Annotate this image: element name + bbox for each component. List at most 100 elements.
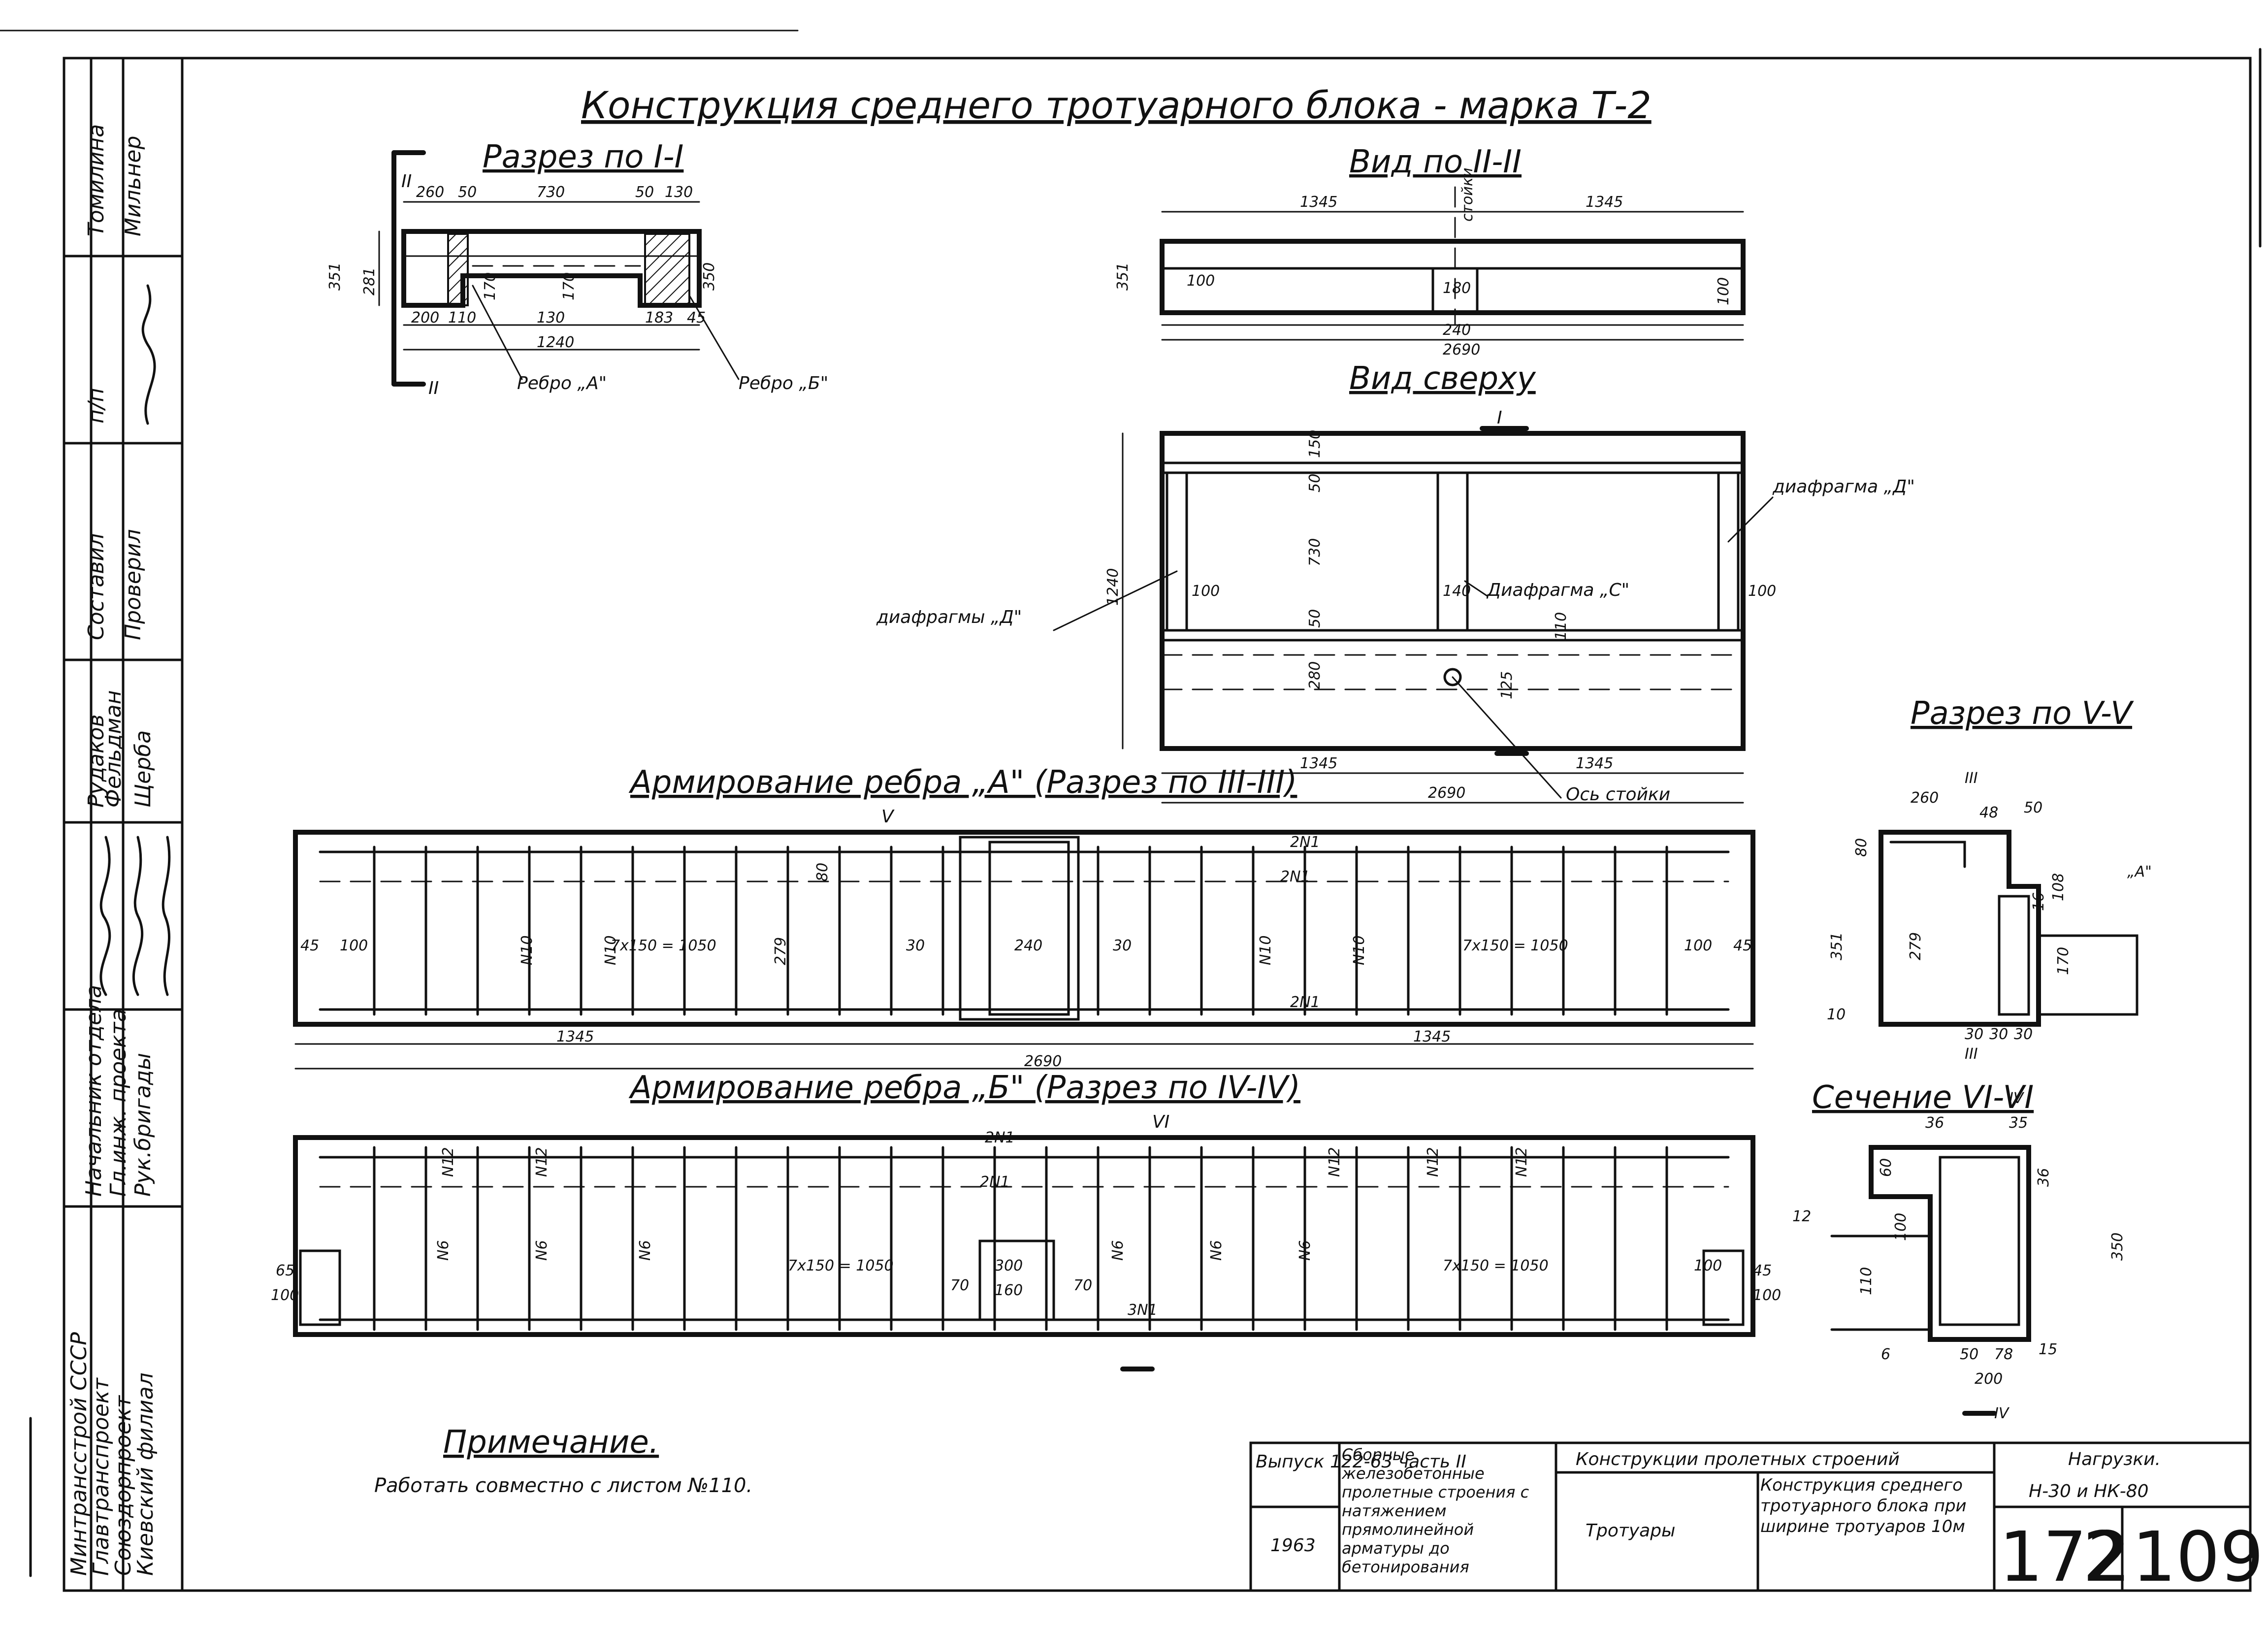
s5-label-10: 30 bbox=[2014, 1026, 2033, 1043]
tv-dim-9: 1345 bbox=[1300, 755, 1337, 772]
rib-a-label: Ребро „A" bbox=[517, 373, 607, 393]
tb-sheet-no: 109 bbox=[2132, 1517, 2264, 1597]
ra-label-18: 1345 bbox=[556, 1028, 594, 1045]
rb-label-9: N6 bbox=[637, 1240, 654, 1261]
ra-label-12: 240 bbox=[1014, 937, 1042, 954]
post-axis-label: Ось стойки bbox=[1566, 784, 1670, 805]
tb-issue: Выпуск 122-63 часть II bbox=[1256, 1452, 1466, 1472]
tv-dim-0: 150 bbox=[1306, 430, 1324, 458]
ra-label-5: N10 bbox=[1257, 935, 1274, 965]
tv-dim-11: 2690 bbox=[1428, 784, 1465, 802]
v2-dim-2: стойки bbox=[1459, 168, 1476, 222]
ra-label-10: 100 bbox=[340, 937, 368, 954]
rb-label-3: N12 bbox=[533, 1147, 551, 1177]
s5-label-15: 108 bbox=[2050, 873, 2067, 901]
ra-label-14: 100 bbox=[1684, 937, 1712, 954]
ra-label-16: 80 bbox=[814, 863, 831, 881]
tb-subsection: Тротуары bbox=[1586, 1521, 1675, 1541]
tv-dim-1: 50 bbox=[1306, 474, 1324, 492]
rb-label-16: 300 bbox=[995, 1257, 1023, 1274]
tb-code-a: 172 bbox=[1999, 1517, 2131, 1597]
ra-label-3: N10 bbox=[518, 935, 536, 965]
s6-label-14: IV bbox=[1994, 1405, 2010, 1422]
s1-dim-10: 200 bbox=[411, 309, 439, 326]
s5-label-7: 170 bbox=[2055, 947, 2072, 975]
tv-dim-2: 730 bbox=[1306, 538, 1324, 566]
s1-dim-8: 170 bbox=[560, 272, 578, 300]
side-name-2: Мильнер bbox=[121, 136, 146, 236]
reinforcement-rib-a: Армирование ребра „A" (Разрез по III-III… bbox=[293, 764, 1755, 1070]
rb-label-22: 100 bbox=[1694, 1257, 1722, 1274]
sheet-frame bbox=[0, 30, 2262, 1592]
s5-label-1: 260 bbox=[1911, 789, 1939, 807]
rib-b-label: Ребро „Б" bbox=[739, 373, 828, 393]
side-name-5: Щерба bbox=[130, 730, 156, 808]
main-title: Конструкция среднего тротуарного блока -… bbox=[581, 83, 1652, 127]
tb-code-b: 2 bbox=[2083, 1517, 2127, 1597]
reinforcement-rib-b: Армирование ребра „Б" (Разрез по IV-IV) … bbox=[271, 1070, 1781, 1371]
section-1-1: Разрез по I-I II II 260 50 730 50 130 35… bbox=[326, 139, 828, 398]
top-view: Вид сверху I 150 50 730 50 280 1240 100 … bbox=[876, 360, 1915, 805]
s5-label-6: 279 bbox=[1907, 932, 1924, 960]
ra-label-17: 279 bbox=[772, 937, 789, 965]
side-org-2: Главтранспроект bbox=[89, 1377, 114, 1576]
rb-label-8: N6 bbox=[533, 1240, 551, 1261]
signature-1 bbox=[141, 284, 156, 425]
ra-label-4: N10 bbox=[602, 935, 619, 965]
note-block: Примечание. Работать совместно с листом … bbox=[374, 1424, 752, 1497]
tb-loads: Н-30 и НК-80 bbox=[2029, 1481, 2149, 1501]
ra-label-0: 2N1 bbox=[1290, 834, 1320, 851]
s6-label-13: 6 bbox=[1881, 1346, 1890, 1363]
ra-label-2: 2N1 bbox=[1290, 994, 1320, 1011]
tb-section: Конструкции пролетных строений bbox=[1576, 1449, 1900, 1469]
rb-label-14: 7x150 = 1050 bbox=[1443, 1257, 1549, 1274]
ra-label-9: 45 bbox=[300, 937, 319, 954]
diaphragm-c-label: Диафрагма „С" bbox=[1486, 580, 1629, 600]
view-2-2: Вид по II-II 1345 1345 стойки 351 100 18… bbox=[1114, 144, 1746, 358]
s5-label-2: 48 bbox=[1979, 804, 1998, 821]
title-block: Выпуск 122-63 часть II 1963 Сборные желе… bbox=[1249, 1441, 2264, 1597]
s6-label-2: 35 bbox=[2009, 1114, 2028, 1132]
ra-label-20: 2690 bbox=[1024, 1053, 1062, 1070]
tv-dim-8: 100 bbox=[1748, 583, 1776, 600]
v2-dim-8: 100 bbox=[1715, 277, 1732, 305]
ra-label-19: 1345 bbox=[1413, 1028, 1451, 1045]
rb-label-18: 160 bbox=[995, 1282, 1023, 1299]
reinforce-a-marker: V bbox=[881, 807, 895, 827]
v2-dim-1: 1345 bbox=[1586, 194, 1623, 211]
rb-label-21: 100 bbox=[271, 1287, 299, 1304]
signature-2 bbox=[99, 836, 111, 996]
side-checked: Проверил bbox=[121, 529, 146, 640]
tv-dim-3: 50 bbox=[1306, 609, 1324, 628]
rb-label-23: 45 bbox=[1753, 1262, 1772, 1279]
tb-series: Сборные железобетонные пролетные строени… bbox=[1342, 1445, 1529, 1576]
s6-label-3: 60 bbox=[1878, 1158, 1895, 1177]
side-stamp: Томилина Мильнер п/п Составил Проверил Р… bbox=[63, 57, 184, 1592]
v2-dim-4: 100 bbox=[1187, 272, 1215, 290]
s6-label-7: 36 bbox=[2035, 1168, 2052, 1187]
ra-label-11: 30 bbox=[906, 937, 925, 954]
tv-dim-4: 280 bbox=[1306, 661, 1324, 689]
rb-label-5: N12 bbox=[1425, 1147, 1442, 1177]
side-compiled: Составил bbox=[84, 533, 109, 640]
ra-label-8: 7x150 = 1050 bbox=[1462, 937, 1568, 954]
v2-dim-3: 351 bbox=[1114, 262, 1132, 291]
s1-dim-4: 130 bbox=[665, 184, 693, 201]
s1-dim-13: 183 bbox=[645, 309, 673, 326]
side-role-3: Рук.бригады bbox=[130, 1053, 156, 1197]
view-2-title: Вид по II-II bbox=[1349, 144, 1522, 180]
s6-label-10: 200 bbox=[1975, 1370, 2003, 1388]
tv-dim-13: 125 bbox=[1498, 671, 1516, 699]
s6-label-1: 36 bbox=[1925, 1114, 1944, 1132]
s5-label-3: 50 bbox=[2024, 799, 2042, 816]
s1-dim-6: 281 bbox=[361, 267, 378, 295]
rb-label-2: N12 bbox=[440, 1147, 457, 1177]
rb-label-1: 2N1 bbox=[980, 1173, 1010, 1191]
rb-label-0: 2N1 bbox=[985, 1129, 1015, 1146]
side-role-2: Гл.инж. проекта bbox=[106, 1009, 131, 1197]
stirrups-a bbox=[373, 846, 1668, 1016]
s1-dim-2: 730 bbox=[537, 184, 565, 201]
